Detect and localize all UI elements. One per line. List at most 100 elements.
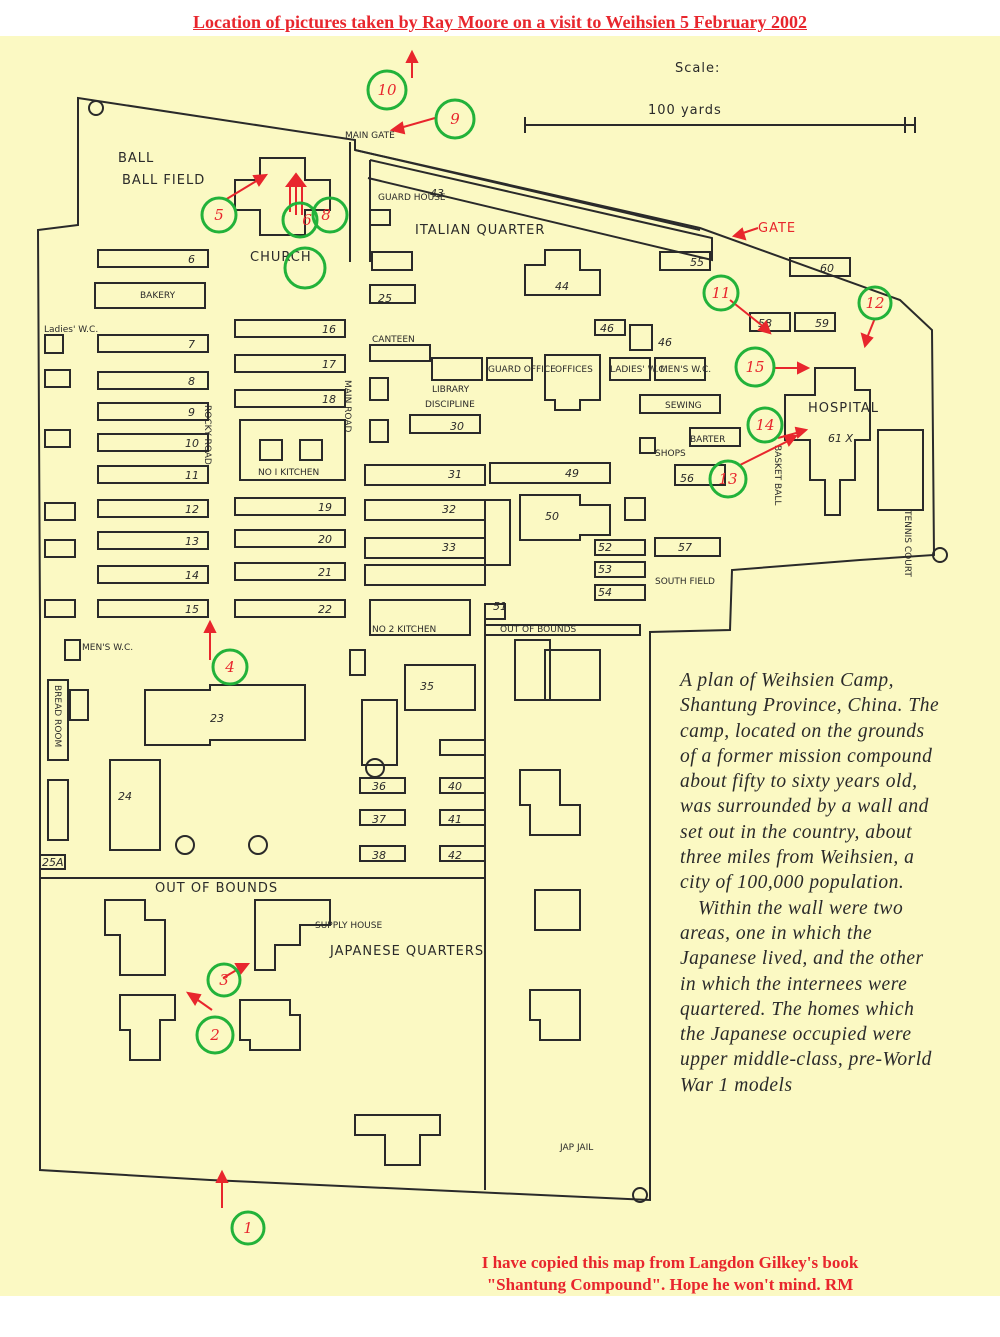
svg-text:33: 33 (442, 541, 456, 554)
photo-marker-blank[interactable] (283, 246, 327, 290)
svg-text:25A: 25A (42, 856, 64, 869)
rocky-road-label: ROCKY ROAD (202, 405, 212, 465)
svg-text:8: 8 (321, 206, 331, 224)
svg-text:35: 35 (420, 680, 434, 693)
kitchen1-label: NO I KITCHEN (258, 468, 319, 478)
main-gate-label: MAIN GATE (345, 131, 395, 141)
kitchen2-label: NO 2 KITCHEN (372, 625, 436, 635)
camp-wall (36, 96, 936, 1202)
map-paper (0, 36, 1000, 1296)
caption-paragraph-1: A plan of Weihsien Camp, Shantung Provin… (680, 670, 940, 894)
hospital-label: HOSPITAL (808, 401, 879, 416)
map-title: Location of pictures taken by Ray Moore … (193, 12, 807, 32)
mens-wc-label-2: MEN'S W.C. (82, 643, 133, 653)
photo-marker-5[interactable]: 5 (200, 196, 238, 234)
svg-text:7: 7 (188, 338, 195, 351)
svg-text:10: 10 (377, 81, 397, 99)
svg-text:46: 46 (658, 336, 672, 349)
photo-marker-1[interactable]: 1 (230, 1210, 266, 1246)
photo-marker-11[interactable]: 11 (702, 274, 740, 312)
svg-text:43: 43 (430, 187, 444, 200)
svg-text:25: 25 (378, 292, 392, 305)
photo-marker-8[interactable]: 8 (311, 196, 349, 234)
svg-text:4: 4 (224, 658, 235, 676)
church-building (234, 157, 331, 236)
footnote-line-1: I have copied this map from Langdon Gilk… (481, 1253, 859, 1272)
svg-text:6: 6 (188, 253, 195, 266)
svg-text:1: 1 (243, 1219, 253, 1237)
svg-text:15: 15 (185, 603, 199, 616)
sewing-label: SEWING (665, 401, 702, 411)
tennis-court-label: TENNIS COURT (902, 509, 912, 577)
photo-marker-10[interactable]: 10 (366, 69, 408, 111)
photo-marker-3[interactable]: 3 (206, 962, 242, 998)
svg-text:11: 11 (185, 469, 199, 482)
svg-text:12: 12 (185, 503, 199, 516)
svg-text:21: 21 (318, 566, 332, 579)
svg-text:14: 14 (755, 416, 774, 434)
photo-marker-13[interactable]: 13 (708, 459, 748, 499)
svg-text:53: 53 (598, 563, 612, 576)
svg-text:6: 6 (302, 211, 312, 229)
ball-field-label: BALL FIELD (122, 173, 205, 188)
basket-ball-label: BASKET BALL (772, 445, 782, 505)
footnote: I have copied this map from Langdon Gilk… (380, 1252, 960, 1296)
photo-marker-6[interactable]: 6 (281, 201, 319, 239)
svg-text:23: 23 (210, 712, 224, 725)
svg-text:38: 38 (372, 849, 386, 862)
svg-text:60: 60 (820, 262, 834, 275)
svg-text:31: 31 (448, 468, 462, 481)
svg-text:19: 19 (318, 501, 332, 514)
map-caption: A plan of Weihsien Camp, Shantung Provin… (680, 668, 945, 1098)
discipline-label: DISCIPLINE (425, 400, 475, 410)
offices-label: OFFICES (555, 365, 593, 375)
svg-text:2: 2 (209, 1026, 220, 1044)
svg-text:56: 56 (680, 472, 694, 485)
guard-house-label: GUARD HOUSE (378, 193, 446, 203)
svg-text:46: 46 (600, 322, 614, 335)
photo-marker-2[interactable]: 2 (195, 1015, 235, 1055)
library-label: LIBRARY (432, 385, 470, 395)
svg-text:22: 22 (318, 603, 332, 616)
svg-text:37: 37 (372, 813, 386, 826)
svg-text:24: 24 (118, 790, 132, 803)
japanese-quarters-label: JAPANESE QUARTERS (329, 944, 484, 959)
svg-text:11: 11 (711, 284, 730, 302)
svg-text:3: 3 (219, 971, 229, 989)
svg-text:18: 18 (322, 393, 336, 406)
svg-text:14: 14 (185, 569, 199, 582)
svg-text:41: 41 (448, 813, 462, 826)
mens-wc-label: MEN'S W.C. (660, 365, 711, 375)
south-field-label: SOUTH FIELD (655, 577, 715, 587)
svg-text:13: 13 (718, 470, 737, 488)
svg-text:8: 8 (188, 375, 195, 388)
church-label: CHURCH (250, 250, 312, 265)
svg-text:51: 51 (493, 600, 507, 613)
svg-text:61 X: 61 X (828, 432, 853, 445)
photo-marker-9[interactable]: 9 (434, 98, 476, 140)
svg-text:54: 54 (598, 586, 612, 599)
svg-text:57: 57 (678, 541, 692, 554)
svg-text:52: 52 (598, 541, 612, 554)
gate-label: GATE (758, 221, 796, 236)
canteen-label: CANTEEN (372, 335, 415, 345)
shops-label: SHOPS (655, 449, 686, 459)
svg-text:9: 9 (450, 110, 460, 128)
photo-markers: 1 2 3 4 5 6 8 9 10 11 12 13 14 15 (195, 69, 893, 1246)
svg-text:10: 10 (185, 437, 199, 450)
svg-text:13: 13 (185, 535, 199, 548)
photo-marker-15[interactable]: 15 (734, 346, 776, 388)
caption-paragraph-2: Within the wall were two areas, one in w… (680, 897, 932, 1096)
photo-marker-12[interactable]: 12 (857, 285, 893, 321)
svg-text:59: 59 (815, 317, 829, 330)
svg-text:15: 15 (745, 358, 764, 376)
svg-text:49: 49 (565, 467, 579, 480)
bread-room-label: BREAD ROOM (52, 685, 62, 747)
photo-marker-4[interactable]: 4 (211, 648, 249, 686)
svg-text:40: 40 (448, 780, 462, 793)
ladies-wc-label: Ladies' W.C. (44, 325, 98, 335)
svg-text:36: 36 (372, 780, 386, 793)
photo-marker-14[interactable]: 14 (746, 406, 784, 444)
scale-distance: 100 yards (648, 103, 722, 118)
